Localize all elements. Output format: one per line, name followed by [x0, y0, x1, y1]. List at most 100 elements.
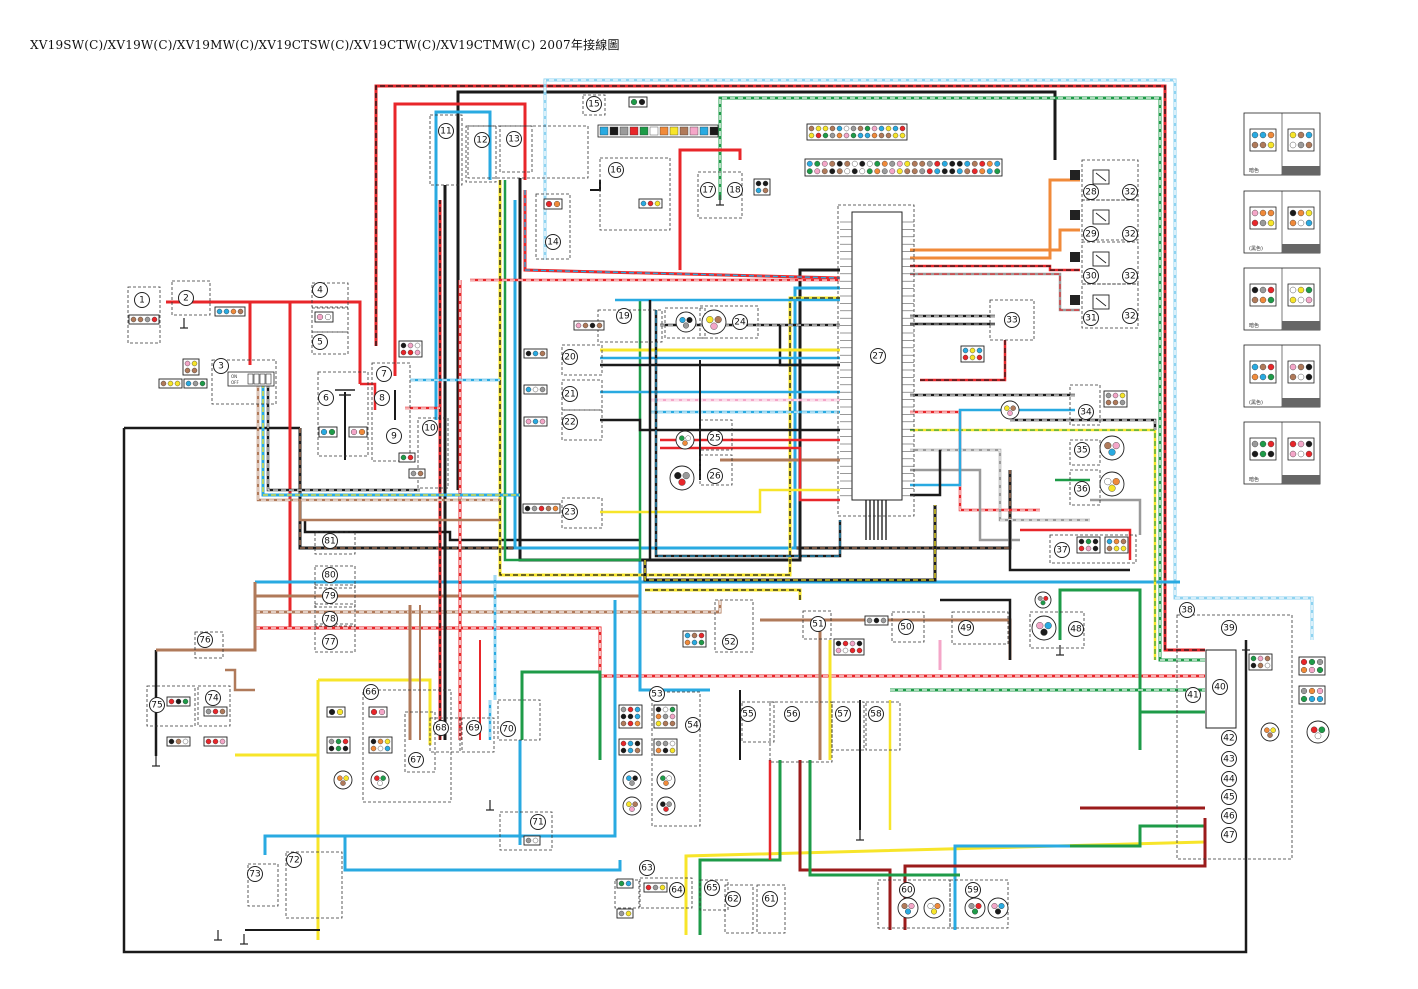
- component-22-label: 22: [564, 418, 575, 428]
- component-48-marker: 48: [1068, 621, 1084, 637]
- component-21-label: 21: [564, 390, 575, 400]
- component-32c-marker: 32: [1122, 268, 1138, 284]
- legend-panel-2: (黑色): [1243, 190, 1321, 254]
- injector-coil-1: [1092, 169, 1110, 185]
- component-39-marker: 39: [1221, 620, 1237, 636]
- wire-black-56: [600, 418, 840, 432]
- wire-green-32: [698, 760, 782, 935]
- component-7-marker: 7: [376, 366, 392, 382]
- component-43-label: 43: [1223, 755, 1234, 765]
- component-69-marker: 69: [466, 720, 482, 736]
- connector-74: [203, 706, 228, 717]
- wire-yellow-black-64: [645, 588, 802, 600]
- component-73-marker: 73: [247, 866, 263, 882]
- component-58-marker: 58: [868, 706, 884, 722]
- component-5-marker: 5: [312, 334, 328, 350]
- component-boundary-12: [467, 125, 589, 179]
- wire-tracer: [375, 85, 1205, 651]
- legend-caption-2: (黑色): [1249, 245, 1263, 252]
- component-63-label: 63: [641, 864, 652, 874]
- component-18-marker: 18: [727, 182, 743, 198]
- component-78-marker: 78: [322, 611, 338, 627]
- component-79-label: 79: [324, 592, 336, 602]
- wire-yellow-60: [600, 488, 840, 514]
- component-61-marker: 61: [762, 891, 778, 907]
- wire-green-33: [1058, 588, 1142, 750]
- component-71-marker: 71: [530, 814, 546, 830]
- wire-green-30: [520, 670, 602, 760]
- component-61-label: 61: [764, 895, 775, 905]
- component-boundary-27: [989, 299, 1035, 341]
- ground-symbol-3: [1056, 645, 1064, 656]
- component-76-marker: 76: [197, 632, 213, 648]
- round-connector-59a: [964, 897, 986, 919]
- component-4-marker: 4: [312, 282, 328, 298]
- component-47-marker: 47: [1221, 827, 1237, 843]
- component-boundary-31: [1081, 283, 1139, 329]
- wire-blue-44: [513, 200, 840, 550]
- component-57-marker: 57: [835, 706, 851, 722]
- round-connector-24b: [701, 309, 727, 335]
- wire-tracer: [910, 273, 1080, 311]
- component-27-label: 27: [872, 352, 883, 362]
- connector-52: [682, 630, 707, 648]
- component-39-label: 39: [1223, 624, 1235, 634]
- component-boundary-28: [1081, 159, 1139, 201]
- component-19-label: 19: [618, 312, 630, 322]
- component-34-label: 34: [1080, 408, 1092, 418]
- wire-black-78: [910, 450, 942, 497]
- legend-caption-4: (黑色): [1249, 399, 1263, 406]
- component-33-label: 33: [1006, 316, 1017, 326]
- wire-blue-7: [434, 110, 492, 420]
- connector-22: [523, 416, 548, 427]
- component-24-marker: 24: [732, 314, 748, 330]
- component-boundary-3: [311, 282, 349, 308]
- wire-tracer: [644, 505, 936, 581]
- ground-symbol-0: [180, 318, 188, 329]
- component-boundary-13: [535, 193, 571, 260]
- component-boundary-50: [461, 717, 495, 753]
- component-32d-label: 32: [1124, 312, 1135, 322]
- coil-plug-2: [1070, 210, 1080, 220]
- wire-brown-20: [225, 668, 255, 692]
- component-boundary-20: [561, 344, 603, 376]
- component-3-label: 3: [218, 362, 224, 372]
- wire-blue-27: [343, 836, 622, 872]
- component-54-label: 54: [687, 721, 699, 731]
- component-65-label: 65: [706, 884, 717, 894]
- wire-tracer: [920, 340, 1006, 381]
- component-boundary-52: [499, 811, 553, 851]
- component-70-marker: 70: [500, 721, 516, 737]
- component-46-label: 46: [1223, 812, 1235, 822]
- component-boundary-36: [1176, 614, 1293, 860]
- connector-40a: [1248, 653, 1273, 671]
- connector-4: [314, 311, 334, 323]
- component-boundary-45: [831, 701, 865, 751]
- component-75-marker: 75: [149, 697, 165, 713]
- connector-8: [398, 340, 423, 358]
- component-boundary-1: [171, 280, 211, 316]
- round-connector-34b: [1000, 400, 1020, 420]
- round-connector-40d: [1260, 722, 1280, 742]
- component-boundary-2: [211, 359, 277, 405]
- component-boundary-6: [317, 371, 369, 457]
- battery-symbol: [335, 389, 355, 396]
- connector-3c: [182, 358, 200, 376]
- wire-blue-29: [638, 560, 710, 692]
- component-43-marker: 43: [1221, 751, 1237, 767]
- wire-orange-66: [910, 228, 1080, 252]
- component-boundary-56: [146, 685, 196, 727]
- component-boundary-46: [865, 701, 901, 751]
- component-14-label: 14: [547, 238, 559, 248]
- wire-tracer: [719, 97, 1205, 661]
- wire-red-59: [660, 446, 840, 502]
- component-31-label: 31: [1085, 314, 1096, 324]
- component-66-label: 66: [365, 688, 377, 698]
- connector-9: [398, 452, 416, 463]
- component-81-label: 81: [324, 537, 335, 547]
- round-connector-53e: [622, 770, 642, 790]
- component-boundary-33: [1069, 439, 1101, 466]
